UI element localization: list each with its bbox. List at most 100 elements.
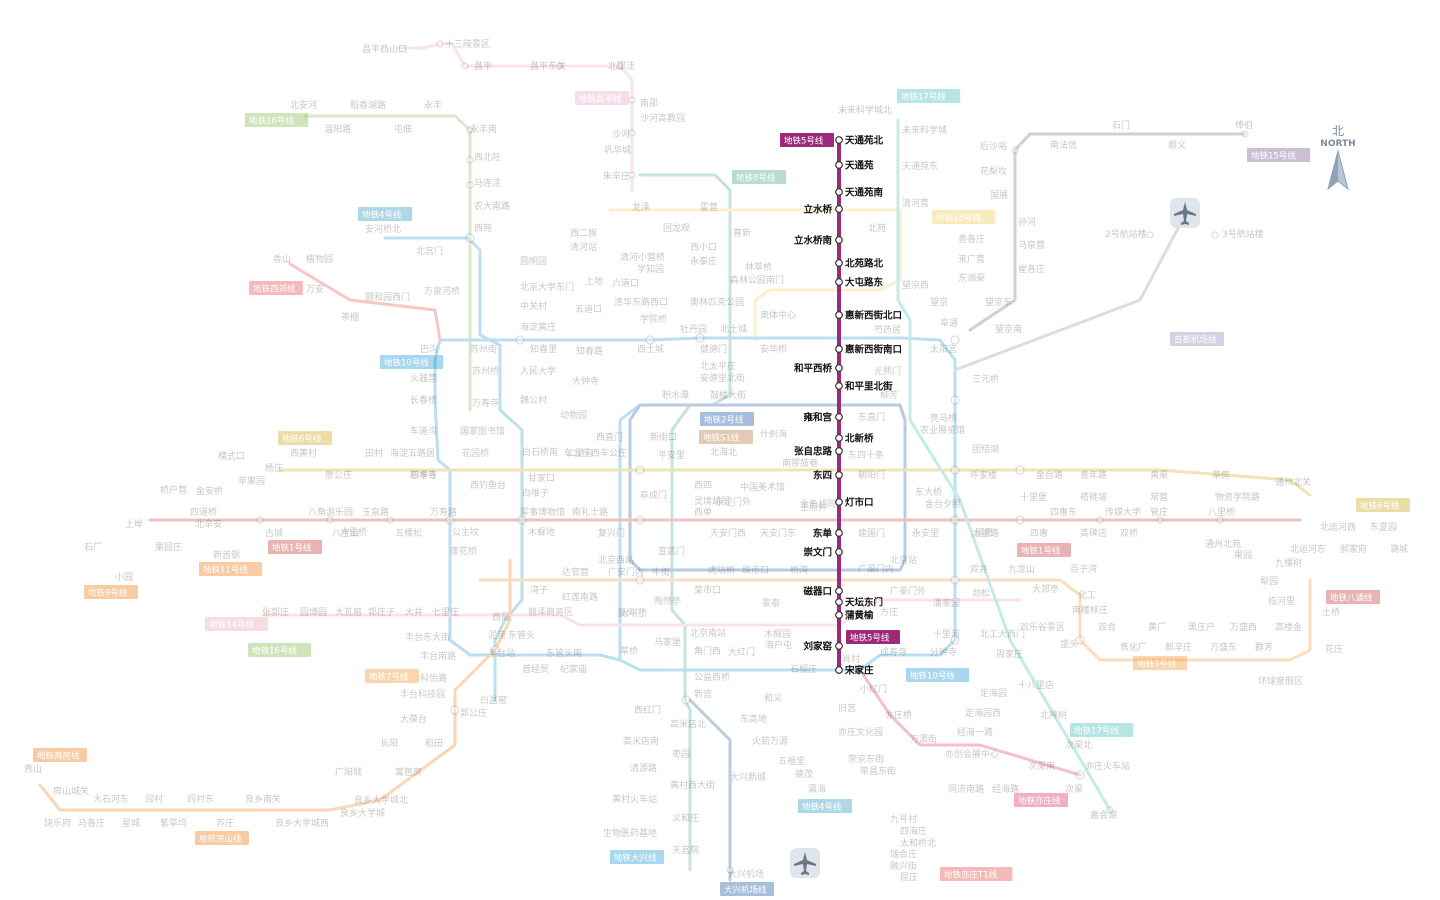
station-label[interactable]: 惠新西街南口 xyxy=(845,344,902,356)
station-dot[interactable] xyxy=(835,259,843,267)
station-label[interactable]: 天通苑北 xyxy=(845,135,884,147)
station-dot[interactable] xyxy=(835,136,843,144)
station-label[interactable]: 和平里北街 xyxy=(844,381,893,393)
station-label[interactable]: 天坛东门 xyxy=(845,597,883,609)
line-tag[interactable]: 地铁1号线 xyxy=(1017,543,1071,557)
station-dot[interactable] xyxy=(835,413,843,421)
station-label[interactable]: 立水桥南 xyxy=(794,235,833,247)
station-dot[interactable] xyxy=(835,666,843,674)
station-dot[interactable] xyxy=(835,548,843,556)
station-label[interactable]: 东四 xyxy=(813,470,832,482)
line-tag[interactable]: 首都机场线 xyxy=(1170,332,1224,346)
line-tag[interactable]: 地铁房山线 xyxy=(195,831,249,845)
station-label[interactable]: 大屯路东 xyxy=(845,277,884,289)
station-label[interactable]: 灯市口 xyxy=(845,497,874,509)
line-tag[interactable]: 地铁11号线 xyxy=(199,562,263,576)
line-tag[interactable]: 地铁6号线 xyxy=(278,431,332,445)
line-tag[interactable]: 地铁亦庄线 xyxy=(1014,793,1068,807)
line-tag[interactable]: 地铁7号线 xyxy=(365,669,419,683)
line-tag[interactable]: 地铁大兴线 xyxy=(610,850,664,864)
station-label[interactable]: 天通苑南 xyxy=(845,187,884,199)
station-dot[interactable] xyxy=(835,598,843,606)
line-tag[interactable]: 地铁西郊线 xyxy=(249,281,303,295)
station-dot[interactable] xyxy=(835,188,843,196)
line-tag[interactable]: 地铁7号线 xyxy=(1133,656,1187,670)
line-tag[interactable]: 地铁17号线 xyxy=(1070,723,1134,737)
station-label[interactable]: 张自忠路 xyxy=(794,446,833,458)
line-tag[interactable]: 地铁八通线 xyxy=(1326,590,1380,604)
station-label[interactable]: 北苑路北 xyxy=(845,258,884,270)
station-label[interactable]: 惠新西街北口 xyxy=(845,310,902,322)
station-label[interactable]: 蒲黄榆 xyxy=(845,610,874,622)
line-tag[interactable]: 地铁6号线 xyxy=(1356,498,1410,512)
svg-text:香山: 香山 xyxy=(273,254,291,265)
station-dot[interactable] xyxy=(835,529,843,537)
station-dot[interactable] xyxy=(835,447,843,455)
line-tag[interactable]: 地铁4号线 xyxy=(358,207,412,221)
line-tag[interactable]: 地铁8号线 xyxy=(732,170,786,184)
line-tag[interactable]: 地铁14号线 xyxy=(205,617,269,631)
line-tag[interactable]: 地铁4号线 xyxy=(798,799,852,813)
line-tag[interactable]: 地铁10号线 xyxy=(380,355,444,369)
station-dot[interactable] xyxy=(835,471,843,479)
station-dot[interactable] xyxy=(835,311,843,319)
station-label[interactable]: 雍和宫 xyxy=(803,412,832,424)
svg-text:九号村: 九号村 xyxy=(890,813,917,825)
line-tag[interactable]: 地铁10号线 xyxy=(906,668,970,682)
line-tag-label: 地铁11号线 xyxy=(203,565,248,576)
station-dot[interactable] xyxy=(835,498,843,506)
station-label[interactable]: 崇文门 xyxy=(803,547,832,559)
svg-text:北海北: 北海北 xyxy=(710,446,737,458)
line-tag[interactable]: 地铁燕房线 xyxy=(33,748,87,762)
line-tag[interactable]: 地铁5号线 xyxy=(780,133,834,147)
station-label[interactable]: 磁器口 xyxy=(803,586,832,598)
svg-text:南锣鼓巷: 南锣鼓巷 xyxy=(782,457,818,469)
line-tag[interactable]: 地铁1号线 xyxy=(268,540,322,554)
station-label[interactable]: 立水桥 xyxy=(803,204,832,216)
line-tag[interactable]: 地铁15号线 xyxy=(1247,148,1311,162)
svg-text:西四: 西四 xyxy=(694,480,712,491)
station-dot[interactable] xyxy=(835,382,843,390)
station-dot[interactable] xyxy=(835,587,843,595)
line-tag-label: 地铁4号线 xyxy=(802,802,842,813)
svg-text:园博园: 园博园 xyxy=(300,606,327,618)
svg-text:土桥: 土桥 xyxy=(1322,606,1340,618)
svg-text:良乡大学城北: 良乡大学城北 xyxy=(354,794,408,806)
station-label[interactable]: 刘家窑 xyxy=(803,641,832,653)
station-label[interactable]: 北新桥 xyxy=(845,433,874,445)
svg-text:南邵: 南邵 xyxy=(640,97,658,109)
line-tag[interactable]: 地铁9号线 xyxy=(84,585,138,599)
line-tag[interactable]: 大兴机场线 xyxy=(720,882,774,896)
station-label[interactable]: 东单 xyxy=(813,528,833,540)
station-dot[interactable] xyxy=(835,236,843,244)
station-dot[interactable] xyxy=(835,642,843,650)
svg-text:高楼金: 高楼金 xyxy=(1275,621,1302,633)
line-tag[interactable]: 地铁2号线 xyxy=(700,412,754,426)
station-label[interactable]: 天通苑 xyxy=(845,160,874,172)
line-tag[interactable]: 地铁13号线 xyxy=(932,210,996,224)
station-dot[interactable] xyxy=(835,611,843,619)
svg-text:方庄: 方庄 xyxy=(880,606,898,618)
svg-text:北京站: 北京站 xyxy=(890,554,917,566)
svg-text:欢乐谷景区: 欢乐谷景区 xyxy=(1020,621,1065,633)
station-label[interactable]: 和平西桥 xyxy=(793,363,833,375)
svg-text:天安门东: 天安门东 xyxy=(760,527,796,539)
line-tag[interactable]: 地铁S1线 xyxy=(699,430,753,444)
svg-text:芍药居: 芍药居 xyxy=(874,324,901,336)
svg-text:丽泽商务区: 丽泽商务区 xyxy=(528,606,573,618)
svg-text:万盛东: 万盛东 xyxy=(1210,641,1237,653)
line-tag[interactable]: 地铁17号线 xyxy=(897,89,961,103)
station-dot[interactable] xyxy=(835,345,843,353)
line-tag[interactable]: 地铁5号线 xyxy=(846,630,900,644)
svg-text:十里堡: 十里堡 xyxy=(1020,491,1047,503)
station-dot[interactable] xyxy=(835,205,843,213)
station-dot[interactable] xyxy=(835,161,843,169)
line-tag[interactable]: 地铁16号线 xyxy=(248,643,312,657)
station-label[interactable]: 宋家庄 xyxy=(844,665,874,677)
station-dot[interactable] xyxy=(835,278,843,286)
station-dot[interactable] xyxy=(835,364,843,372)
line-tag[interactable]: 地铁16号线 xyxy=(245,113,309,127)
line-tag[interactable]: 地铁昌平线 xyxy=(575,91,629,105)
station-dot[interactable] xyxy=(835,434,843,442)
line-tag[interactable]: 地铁亦庄T1线 xyxy=(940,867,1013,881)
